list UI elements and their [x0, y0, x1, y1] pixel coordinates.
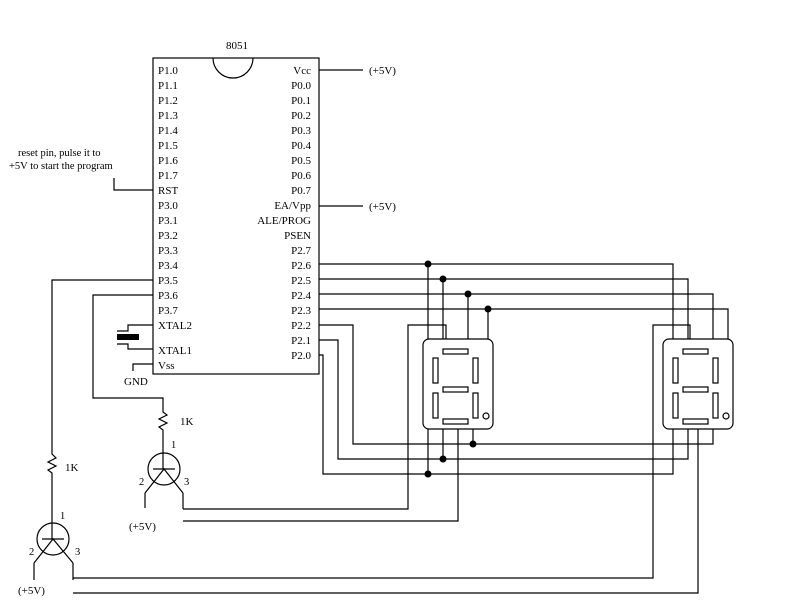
resistor-1k-1	[157, 408, 169, 440]
pin-label-p2-4: P2.4	[291, 290, 311, 302]
junction-dot	[469, 440, 477, 448]
pin-label-p3-6: P3.6	[158, 290, 178, 302]
t2-pin1: 1	[60, 511, 65, 522]
pin-label-p1-7: P1.7	[158, 170, 178, 182]
reset-wire	[113, 178, 153, 191]
t1-pin2: 2	[139, 477, 144, 488]
pin-label-p2-3: P2.3	[291, 305, 311, 317]
t1-supply: (+5V)	[129, 521, 156, 533]
pin-label-p2-1: P2.1	[291, 335, 311, 347]
pin-label-p0-7: P0.7	[291, 185, 311, 197]
pin-label-p0-0: P0.0	[291, 80, 311, 92]
junction-dot	[439, 275, 447, 283]
pin-label-ea-vpp: EA/Vpp	[274, 200, 311, 212]
vcc-supply-label: (+5V)	[369, 65, 396, 77]
pin-label-p2-0: P2.0	[291, 350, 311, 362]
pin-label-p2-6: P2.6	[291, 260, 311, 272]
pin-label-p0-1: P0.1	[291, 95, 311, 107]
t2-supply: (+5V)	[18, 585, 45, 597]
transistor-p3-6	[144, 440, 184, 509]
gnd-label: GND	[124, 376, 148, 388]
t2-common-wire-a	[73, 324, 691, 579]
pin-label-p0-5: P0.5	[291, 155, 311, 167]
junction-dot	[464, 290, 472, 298]
pin-label-p3-2: P3.2	[158, 230, 178, 242]
pin-label-p2-7: P2.7	[291, 245, 311, 257]
transistor-p3-5	[33, 508, 74, 580]
decimal-point	[722, 412, 730, 420]
pin-label-xtal2: XTAL2	[158, 320, 192, 332]
pin-label-p3-1: P3.1	[158, 215, 178, 227]
decimal-point	[482, 412, 490, 420]
crystal-oscillator	[117, 324, 153, 350]
reset-note-line2: +5V to start the program	[9, 161, 113, 172]
t1-common-wire-b	[183, 429, 459, 522]
t2-common-wire-b	[73, 429, 699, 594]
t2-pin2: 2	[29, 547, 34, 558]
segment-bus-bottom	[319, 324, 714, 478]
p3-6-wire	[92, 294, 164, 408]
pin-label-p1-0: P1.0	[158, 65, 178, 77]
pin-label-p1-2: P1.2	[158, 95, 178, 107]
pin-label-p0-6: P0.6	[291, 170, 311, 182]
junction-dot	[424, 470, 432, 478]
t1-common-wire-a	[183, 324, 447, 510]
t2-pin3: 3	[75, 547, 80, 558]
pin-label-vss: Vss	[158, 360, 175, 372]
microcontroller-8051: P1.0P1.1P1.2P1.3P1.4P1.5P1.6P1.7RSTP3.0P…	[152, 57, 320, 375]
reset-note-line1: reset pin, pulse it to	[18, 148, 101, 159]
pin-label-p1-3: P1.3	[158, 110, 178, 122]
chip-notch	[212, 57, 254, 79]
chip-body	[152, 57, 320, 375]
pin-label-p2-2: P2.2	[291, 320, 311, 332]
pin-label-p1-4: P1.4	[158, 125, 178, 137]
pin-label-ale-prog: ALE/PROG	[257, 215, 311, 227]
ea-supply-label: (+5V)	[369, 201, 396, 213]
pin-label-p3-4: P3.4	[158, 260, 178, 272]
chip-title: 8051	[226, 40, 248, 52]
pin-label-p0-2: P0.2	[291, 110, 311, 122]
pin-label-psen: PSEN	[284, 230, 311, 242]
seven-segment-display-1	[422, 338, 494, 430]
junction-dot	[439, 455, 447, 463]
t1-pin3: 3	[184, 477, 189, 488]
segment-bus-top	[319, 260, 729, 339]
junction-dot	[484, 305, 492, 313]
gnd-wire	[132, 363, 153, 371]
resistor1-label: 1K	[180, 416, 194, 428]
pin-label-p1-6: P1.6	[158, 155, 178, 167]
t1-pin1: 1	[171, 440, 176, 451]
pin-label-vcc: Vcc	[293, 65, 311, 77]
junction-dot	[424, 260, 432, 268]
pin-label-p3-7: P3.7	[158, 305, 178, 317]
resistor2-label: 1K	[65, 462, 79, 474]
pin-label-p1-1: P1.1	[158, 80, 178, 92]
pin-label-p3-3: P3.3	[158, 245, 178, 257]
pin-label-p0-4: P0.4	[291, 140, 311, 152]
pin-label-xtal1: XTAL1	[158, 345, 192, 357]
pin-label-p3-5: P3.5	[158, 275, 178, 287]
pin-label-p0-3: P0.3	[291, 125, 311, 137]
p3-5-wire	[51, 279, 153, 452]
pin-label-p3-0: P3.0	[158, 200, 178, 212]
pin-label-p2-5: P2.5	[291, 275, 311, 287]
pin-label-p1-5: P1.5	[158, 140, 178, 152]
seven-segment-display-2	[662, 338, 734, 430]
resistor-1k-2	[46, 452, 58, 508]
pin-label-rst: RST	[158, 185, 178, 197]
